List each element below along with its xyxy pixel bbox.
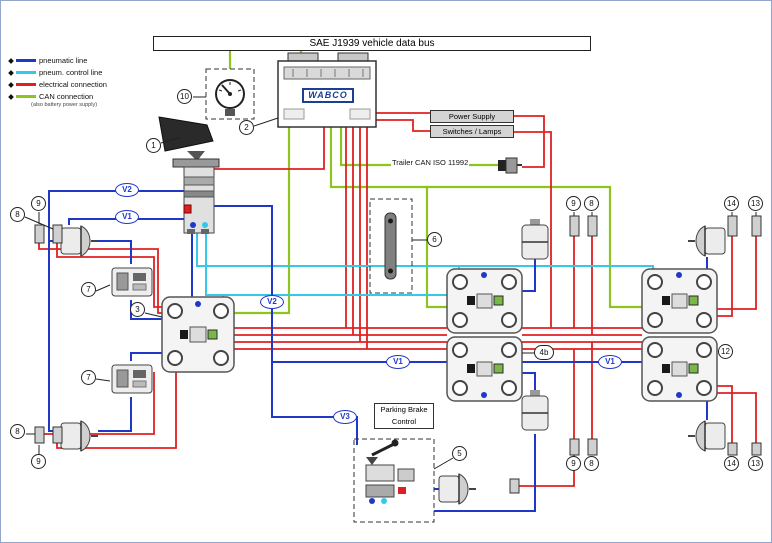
callout-1: 1 — [146, 138, 161, 153]
legend-bullet-icon — [8, 57, 14, 64]
callout-10: 10 — [177, 89, 192, 104]
brake-chamber-rear-left — [60, 420, 98, 452]
trailer-interface — [369, 198, 413, 294]
port-label-v2: V2 — [115, 183, 139, 197]
callout-7: 7 — [81, 282, 96, 297]
parking-brake-line1: Parking Brake — [380, 405, 428, 414]
legend-label: electrical connection — [39, 80, 107, 89]
electrical-line-swatch — [16, 83, 36, 86]
callout-14: 14 — [724, 196, 739, 211]
legend-item-pneumatic: pneumatic line — [8, 56, 88, 65]
foot-brake-valve — [158, 116, 220, 234]
callout-12: 12 — [718, 344, 733, 359]
callout-14: 14 — [724, 456, 739, 471]
legend-bullet-icon — [8, 81, 14, 88]
legend-item-control: pneum. control line — [8, 68, 103, 77]
port-label-v2: V2 — [260, 295, 284, 309]
legend-label: pneum. control line — [39, 68, 103, 77]
callout-4b: 4b — [534, 345, 554, 360]
relay-valve-lower — [111, 364, 153, 394]
axle-modulator-right-lower — [641, 336, 718, 402]
callout-8: 8 — [584, 456, 599, 471]
axle-modulator-left — [161, 296, 235, 373]
parking-brake-valve — [353, 438, 435, 523]
legend-label: pneumatic line — [39, 56, 88, 65]
control-lines — [196, 233, 654, 297]
trailer-can-connector — [498, 157, 522, 174]
brake-chamber-front-right — [688, 225, 726, 257]
pneumatic-lines — [48, 190, 708, 512]
brake-chamber-front-left — [60, 225, 98, 257]
brake-chamber-bottom-middle — [438, 473, 476, 505]
parking-brake-control-box: Parking Brake Control — [374, 403, 434, 429]
electrical-lines — [38, 112, 757, 487]
legend-bullet-icon — [8, 93, 14, 100]
control-line-swatch — [16, 71, 36, 74]
axle-modulator-right-upper — [641, 268, 718, 334]
pressure-gauge-icon — [205, 68, 255, 120]
switches-lamps-box: Switches / Lamps — [430, 125, 514, 138]
callout-9: 9 — [31, 454, 46, 469]
leader-lines — [24, 96, 757, 470]
callout-13: 13 — [748, 456, 763, 471]
callout-8: 8 — [584, 196, 599, 211]
can-line-swatch — [16, 95, 36, 98]
legend-bullet-icon — [8, 69, 14, 76]
parking-brake-line2: Control — [391, 417, 417, 426]
spring-brake-cylinder-lower — [521, 390, 549, 431]
legend-item-can: CAN connection — [8, 92, 94, 101]
pneumatic-line-swatch — [16, 59, 36, 62]
legend-note: (also battery power supply) — [31, 102, 98, 108]
callout-5: 5 — [452, 446, 467, 461]
bus-title: SAE J1939 vehicle data bus — [153, 36, 591, 51]
relay-valve-upper — [111, 267, 153, 297]
port-label-v1: V1 — [598, 355, 622, 369]
can-lines — [228, 51, 642, 315]
callout-6: 6 — [427, 232, 442, 247]
callout-8: 8 — [10, 207, 25, 222]
port-label-v1: V1 — [386, 355, 410, 369]
wabco-logo: WABCO — [302, 88, 354, 103]
callout-9: 9 — [31, 196, 46, 211]
brake-chamber-rear-right — [688, 420, 726, 452]
legend-item-electrical: electrical connection — [8, 80, 107, 89]
callout-8: 8 — [10, 424, 25, 439]
axle-modulator-center-upper — [446, 268, 523, 334]
callout-7: 7 — [81, 370, 96, 385]
axle-modulator-center-lower — [446, 336, 523, 402]
power-supply-box: Power Supply — [430, 110, 514, 123]
legend-label: CAN connection — [39, 92, 94, 101]
trailer-can-label: Trailer CAN ISO 11992 — [391, 158, 470, 167]
callout-3: 3 — [130, 302, 145, 317]
port-label-v1: V1 — [115, 210, 139, 224]
callout-9: 9 — [566, 456, 581, 471]
port-label-v3: V3 — [333, 410, 357, 424]
callout-13: 13 — [748, 196, 763, 211]
spring-brake-cylinder-upper — [521, 219, 549, 260]
callout-2: 2 — [239, 120, 254, 135]
callout-9: 9 — [566, 196, 581, 211]
